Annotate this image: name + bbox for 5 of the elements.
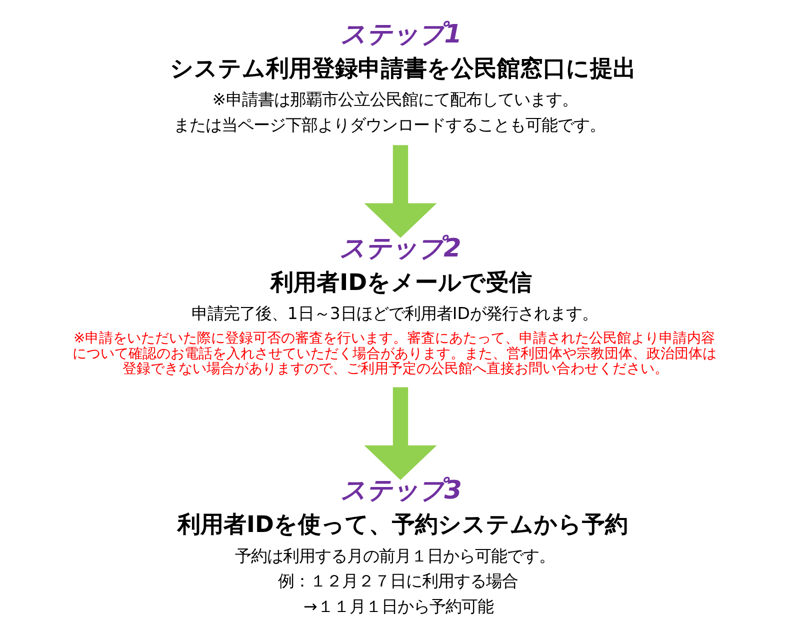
node-text: ステップ1 システム利用登録申請書を公民館窓口に提出 ※申請書は那覇市公立公民館にて配布しています。 または当ページ下部よりダウンロードすることも可能です。 — [169, 18, 636, 134]
node-text: ステップ2 利用者IDをメールで受信 申請完了後、1日～3日ほどで利用者IDが発行されます。 ※申請をいただいた際に登録可否の審査を行います。審査にあたって、申請された公民館より申請内容について確認のお電話を入れさせていただく場合があります。また、営利団体や宗教団体、政治団体は登録できない場合がありますので、ご利用予定の公民館へ直接お問い合わせください。 — [72, 232, 716, 377]
arrow — [364, 387, 436, 480]
node-text: ステップ3 利用者IDを使って、予約システムから予約 予約は利用する月の前月１日から可能です。 例：１２月２７日に利用する場合 →１１月１日から予約可能 — [176, 474, 628, 616]
arrow — [364, 145, 436, 238]
